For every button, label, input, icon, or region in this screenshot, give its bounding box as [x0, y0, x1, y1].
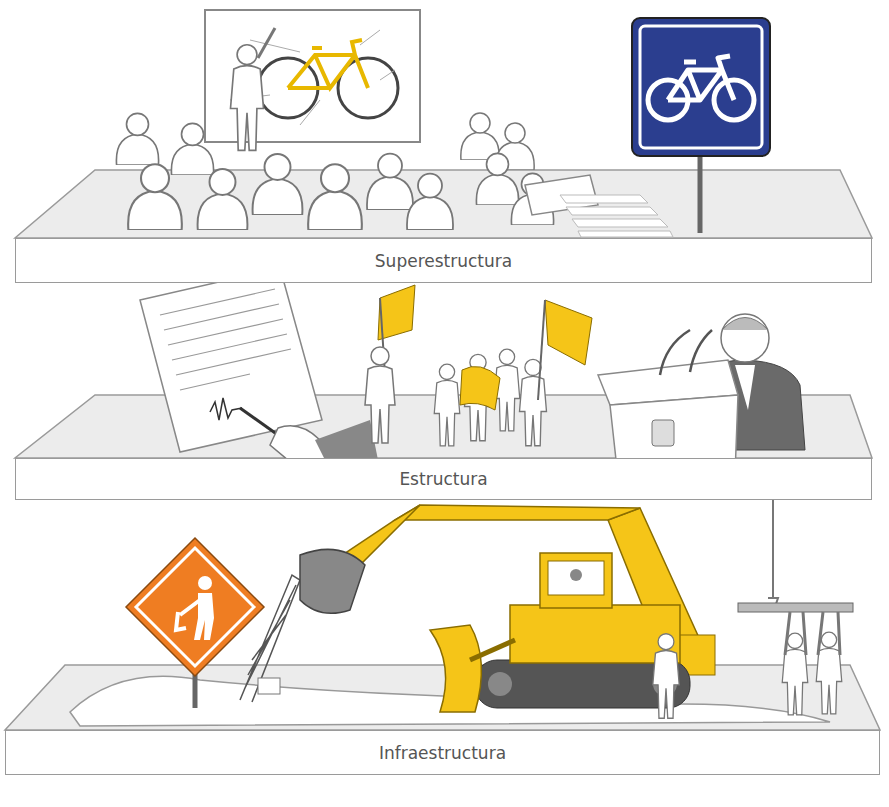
- stripe: [578, 231, 673, 237]
- flag: [378, 285, 415, 340]
- signed-document: [140, 268, 380, 470]
- bike-frame: [288, 40, 368, 88]
- beam-lift: [738, 598, 853, 715]
- presenter: [231, 45, 264, 151]
- cab: [540, 553, 612, 608]
- worker: [653, 634, 679, 718]
- wheel: [488, 672, 512, 696]
- level-band: Infraestructura: [5, 730, 880, 775]
- stripe: [560, 195, 648, 203]
- person: [407, 174, 453, 230]
- worker-head: [198, 576, 212, 590]
- beam: [738, 603, 853, 612]
- person: [434, 364, 460, 446]
- stripe: [566, 207, 658, 215]
- crosswalk: [560, 195, 673, 237]
- person: [367, 154, 413, 210]
- sign-border: [136, 548, 254, 666]
- person: [253, 154, 303, 215]
- person: [116, 113, 158, 165]
- protest-group: [365, 285, 592, 446]
- emblem: [652, 420, 674, 446]
- speaker-head: [721, 314, 769, 362]
- sign-pole: [698, 150, 703, 233]
- person: [171, 123, 213, 175]
- paper: [140, 268, 322, 452]
- person: [198, 169, 248, 230]
- speaker-podium: [598, 314, 805, 478]
- person: [128, 164, 182, 230]
- dozer-body: [510, 605, 680, 663]
- signature: [210, 398, 242, 420]
- audience: [116, 113, 553, 230]
- work-sign: [126, 538, 264, 708]
- boom: [395, 505, 640, 520]
- person: [308, 164, 362, 230]
- level-label: Infraestructura: [379, 743, 506, 763]
- sign-border: [640, 26, 762, 148]
- person: [461, 113, 499, 160]
- shelf-bottom: [5, 665, 880, 730]
- level-band: Superestructura: [15, 238, 872, 283]
- excavator: [300, 505, 715, 675]
- level-band: Estructura: [15, 458, 872, 500]
- flag: [545, 300, 592, 365]
- microphones: [660, 330, 712, 375]
- stripe: [572, 219, 668, 227]
- flag-pole: [538, 300, 545, 400]
- level-label: Estructura: [399, 469, 487, 489]
- driver: [570, 569, 582, 581]
- cab-window: [548, 561, 604, 595]
- level-label: Superestructura: [375, 251, 512, 271]
- blade-arm: [470, 640, 515, 660]
- sign-plate: [126, 538, 264, 676]
- person: [365, 347, 395, 443]
- speaker-hair: [722, 318, 768, 331]
- flag-cloth: [460, 366, 500, 410]
- paper-lines: [160, 289, 291, 390]
- person: [476, 153, 518, 205]
- bucket: [300, 549, 365, 613]
- shovel: [176, 600, 200, 630]
- blade: [430, 625, 481, 712]
- raised-arms: [785, 612, 840, 655]
- sign-bike: [668, 56, 734, 100]
- box: [258, 678, 280, 694]
- person: [520, 359, 547, 445]
- presenter-arm: [258, 28, 275, 58]
- cable: [772, 500, 774, 598]
- sign-plate: [632, 18, 770, 156]
- bike-sign: [632, 18, 770, 233]
- bulldozer: [430, 553, 690, 712]
